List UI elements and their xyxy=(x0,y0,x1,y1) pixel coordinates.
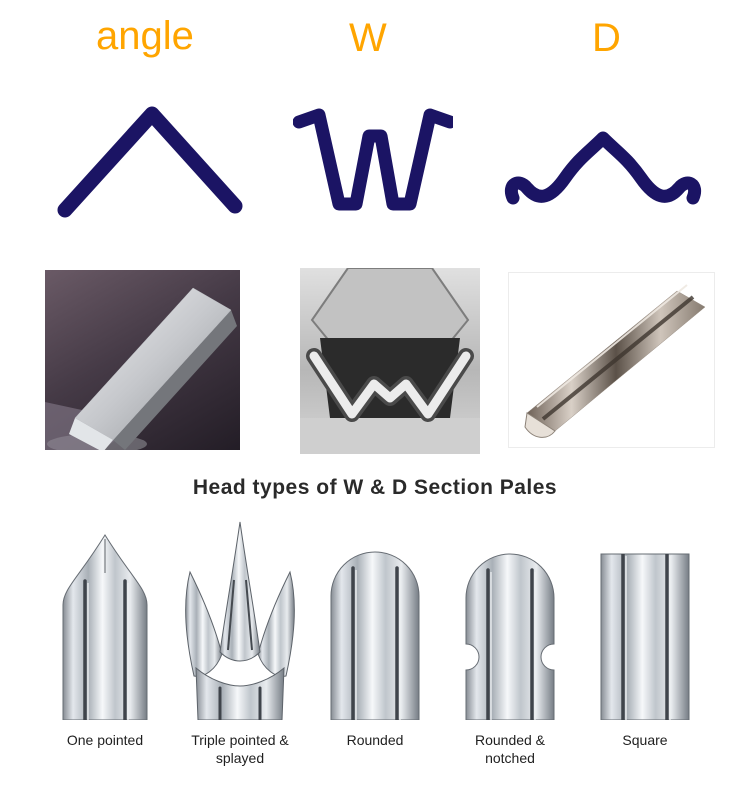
angle-profile-icon xyxy=(57,106,243,218)
pale-base xyxy=(195,666,285,720)
head-types-title: Head types of W & D Section Pales xyxy=(192,476,558,499)
angle-profile-path xyxy=(57,106,243,218)
d-bar-end-cap xyxy=(524,412,556,438)
d-section-photo-art xyxy=(524,284,706,438)
w-profile-icon xyxy=(293,108,453,211)
pale-head-one-pointed: One pointed xyxy=(38,512,172,772)
spike-groove xyxy=(245,579,253,651)
head-type-label: Rounded xyxy=(346,732,404,748)
angle-section-label: angle xyxy=(96,14,194,58)
square-illustration xyxy=(600,553,690,720)
pale-head-square: Square xyxy=(578,512,712,772)
spike-groove xyxy=(227,579,235,651)
d-section-label: D xyxy=(592,16,621,60)
angle-bar-inner-face xyxy=(113,310,237,450)
d-profile-path xyxy=(505,131,701,205)
rounded-illustration xyxy=(330,551,420,720)
triple-pointed-illustration xyxy=(185,521,295,720)
d-section-photo xyxy=(508,272,715,448)
rounded-notched-figure xyxy=(450,512,570,720)
d-bar-light-stripe xyxy=(536,284,688,408)
pale-head-rounded-notched: Rounded & notched xyxy=(443,512,577,772)
pale-silhouette xyxy=(600,553,690,720)
head-type-label: Square xyxy=(622,732,668,748)
angle-bar-top-face xyxy=(74,287,232,441)
head-types-row: One pointed Triple pointed & splayed xyxy=(38,512,712,772)
w-profile-path xyxy=(293,108,453,211)
d-profile-icon xyxy=(505,131,701,205)
one-pointed-figure xyxy=(45,512,165,720)
pale-silhouette xyxy=(465,553,555,720)
lower-band xyxy=(300,418,480,454)
pale-head-triple-pointed: Triple pointed & splayed xyxy=(173,512,307,772)
w-section-label: W xyxy=(349,16,387,60)
angle-bar-end-cap xyxy=(69,418,113,450)
head-type-label: Rounded & notched xyxy=(474,732,546,766)
w-section-photo-art xyxy=(300,268,480,454)
rounded-figure xyxy=(315,512,435,720)
one-pointed-illustration xyxy=(62,534,148,720)
right-splayed-point xyxy=(257,570,295,677)
triple-pointed-figure xyxy=(179,512,301,720)
angle-steel-photo-art xyxy=(45,287,237,450)
left-splayed-point xyxy=(185,570,223,677)
w-pale-edge-bright xyxy=(309,351,471,419)
head-type-label: Triple pointed & splayed xyxy=(191,732,289,766)
pale-head-rounded: Rounded xyxy=(308,512,442,772)
square-figure xyxy=(585,512,705,720)
head-type-label: One pointed xyxy=(66,732,144,748)
w-section-photo xyxy=(300,268,480,454)
center-point xyxy=(219,521,261,662)
angle-steel-photo xyxy=(45,270,240,450)
d-bar-dark-stripe xyxy=(541,295,695,421)
pale-silhouette xyxy=(330,551,420,720)
rounded-notched-illustration xyxy=(465,553,555,720)
